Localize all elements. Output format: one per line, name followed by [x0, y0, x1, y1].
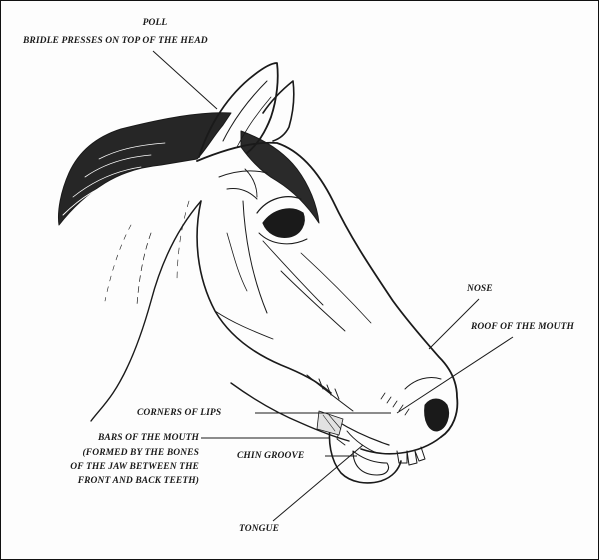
label-bars-of-mouth: BARS OF THE MOUTH: [21, 432, 199, 444]
mouth-opening: [337, 421, 389, 445]
label-corners-of-lips: CORNERS OF LIPS: [137, 407, 221, 419]
label-roof-of-mouth: ROOF OF THE MOUTH: [471, 321, 574, 333]
label-bars-line-3: OF THE JAW BETWEEN THE: [21, 461, 199, 473]
label-nose: NOSE: [467, 283, 493, 295]
poll-leader: [153, 51, 217, 109]
label-poll-description: BRIDLE PRESSES ON TOP OF THE HEAD: [23, 35, 208, 47]
label-chin-groove: CHIN GROOVE: [237, 450, 304, 462]
label-poll: POLL: [125, 17, 185, 29]
label-bars-line-2: (FORMED BY THE BONES: [21, 447, 199, 459]
eye: [263, 209, 304, 237]
label-bars-line-4: FRONT AND BACK TEETH): [21, 475, 199, 487]
label-tongue: TONGUE: [239, 523, 279, 535]
nostril: [425, 399, 449, 431]
face-profile: [197, 143, 457, 437]
right-ear: [263, 81, 294, 141]
neck-front: [91, 201, 201, 421]
mane: [58, 113, 231, 225]
jaw-line: [197, 201, 331, 393]
tongue-shape: [353, 451, 389, 475]
roof-leader: [397, 337, 513, 413]
